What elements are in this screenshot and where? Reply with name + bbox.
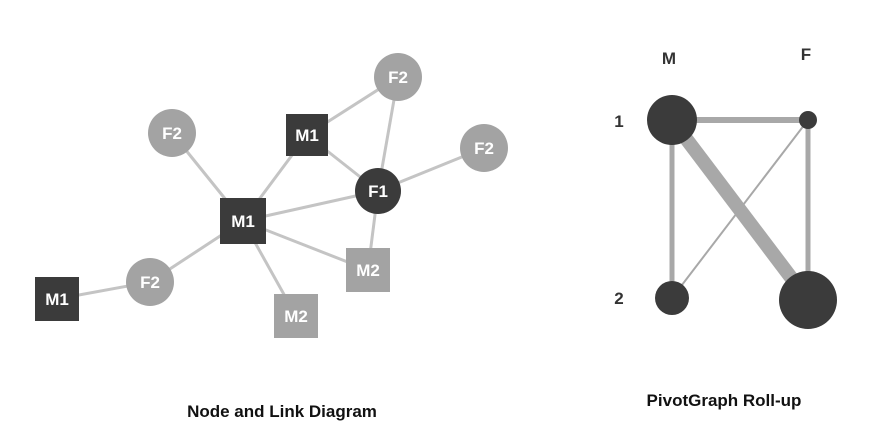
- pivot-row-label-2: 2: [614, 289, 623, 308]
- svg-text:F2: F2: [162, 124, 182, 143]
- pivot-edges: [666, 115, 814, 305]
- svg-text:F2: F2: [388, 68, 408, 87]
- node-m1-top: M1: [286, 114, 328, 156]
- node-link-nodes: F2 M1 F2 F2 F1 M1 M2 F2: [35, 53, 508, 338]
- pivot-edge-f1-m2: [671, 119, 809, 299]
- node-f2-upper-left: F2: [148, 109, 196, 157]
- node-f2-top: F2: [374, 53, 422, 101]
- pivot-node-f2: [779, 271, 837, 329]
- node-m1-center: M1: [220, 198, 266, 244]
- svg-text:M2: M2: [356, 261, 380, 280]
- svg-text:M2: M2: [284, 307, 308, 326]
- pivot-col-label-m: M: [662, 49, 676, 68]
- pivot-node-f1: [799, 111, 817, 129]
- pivot-nodes: [647, 95, 837, 329]
- node-m2-bottom: M2: [274, 294, 318, 338]
- svg-text:F2: F2: [140, 273, 160, 292]
- node-f2-lower: F2: [126, 258, 174, 306]
- pivot-caption: PivotGraph Roll-up: [647, 391, 802, 410]
- svg-text:M1: M1: [231, 212, 255, 231]
- node-f2-right: F2: [460, 124, 508, 172]
- node-m1-left: M1: [35, 277, 79, 321]
- pivot-row-label-1: 1: [614, 112, 623, 131]
- node-link-edges: [56, 75, 485, 317]
- node-f1: F1: [355, 168, 401, 214]
- node-link-caption: Node and Link Diagram: [187, 402, 377, 421]
- svg-text:M1: M1: [295, 126, 319, 145]
- svg-text:F2: F2: [474, 139, 494, 158]
- pivot-node-m2: [655, 281, 689, 315]
- pivot-axis-labels: M F 1 2: [614, 45, 811, 308]
- pivot-col-label-f: F: [801, 45, 811, 64]
- svg-text:M1: M1: [45, 290, 69, 309]
- node-m2-right: M2: [346, 248, 390, 292]
- svg-text:F1: F1: [368, 182, 388, 201]
- pivot-node-m1: [647, 95, 697, 145]
